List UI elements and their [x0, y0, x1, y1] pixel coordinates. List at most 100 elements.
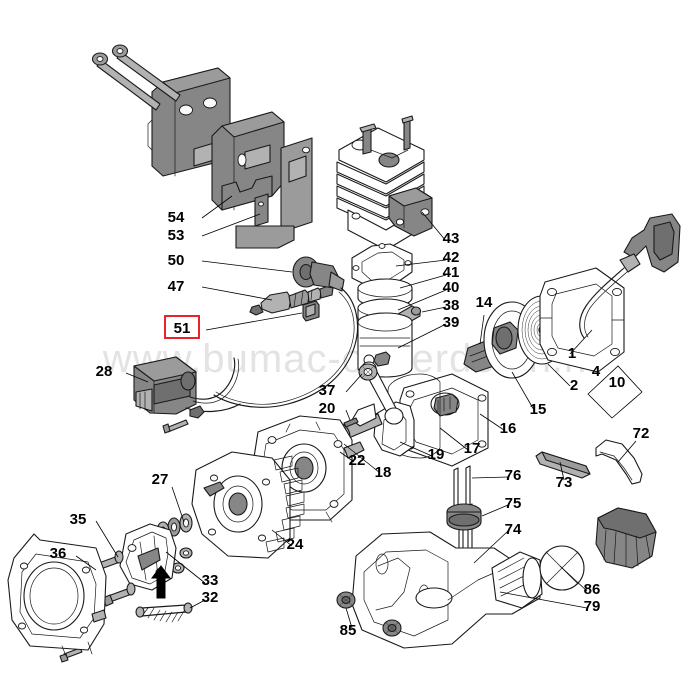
- part-crankcase-gasket: [387, 373, 441, 459]
- callout-number: 42: [443, 249, 460, 266]
- callout-number: 53: [168, 227, 185, 244]
- part-ignition-coil: [133, 356, 241, 434]
- callout-number: 51: [174, 320, 191, 337]
- callout-number: 20: [319, 400, 336, 417]
- callout-18: 18: [375, 464, 392, 481]
- callout-number: 17: [464, 440, 481, 457]
- part-fuel-hose-clip: [595, 439, 643, 485]
- part-intake-manifold: [388, 187, 433, 237]
- callout-33: 33: [202, 572, 219, 589]
- callout-highlight-box: [164, 315, 200, 339]
- callout-number: 2: [570, 377, 578, 394]
- callout-number: 75: [505, 495, 522, 512]
- callout-number: 37: [319, 382, 336, 399]
- callout-38: 38: [443, 297, 460, 314]
- part-ignition-lead: [213, 287, 359, 408]
- callout-number: 73: [556, 474, 573, 491]
- part-ignition-lead-edge: [215, 291, 355, 405]
- part-spark-plug: [249, 284, 334, 316]
- callout-number: 36: [50, 545, 67, 562]
- leader-lines: [75, 195, 643, 629]
- callout-number: 16: [500, 420, 517, 437]
- callout-41: 41: [443, 264, 460, 281]
- callout-32: 32: [202, 589, 219, 606]
- callout-14: 14: [476, 294, 493, 311]
- callout-42: 42: [443, 249, 460, 266]
- coil-lead-white: [189, 357, 236, 400]
- callout-85: 85: [340, 622, 357, 639]
- callout-19: 19: [428, 446, 445, 463]
- callout-43: 43: [443, 230, 460, 247]
- part-crank-bearing-small: [358, 363, 378, 381]
- part-spark-plug-boot: [292, 256, 345, 292]
- callout-number: 22: [349, 452, 366, 469]
- part-fuel-cap: [595, 507, 657, 569]
- part-tank-mount-grommet-2: [382, 619, 402, 637]
- callout-86: 86: [584, 581, 601, 598]
- callout-51: 51: [164, 315, 200, 339]
- callout-27: 27: [152, 471, 169, 488]
- callout-79: 79: [584, 598, 601, 615]
- callout-15: 15: [530, 401, 547, 418]
- part-coil-bolt: [162, 419, 189, 434]
- callout-number: 1: [568, 345, 576, 362]
- part-fuel-tank: [351, 531, 541, 649]
- part-tank-grommet: [446, 503, 482, 531]
- callout-16: 16: [500, 420, 517, 437]
- part-fuel-line: [535, 451, 591, 479]
- callout-73: 73: [556, 474, 573, 491]
- callout-number: 47: [168, 278, 185, 295]
- callout-highlight-fill: [165, 316, 199, 338]
- part-starter-housing: [539, 267, 625, 373]
- callout-number: 32: [202, 589, 219, 606]
- callout-76: 76: [505, 467, 522, 484]
- callout-number: 86: [584, 581, 601, 598]
- callout-number: 15: [530, 401, 547, 418]
- callout-number: 50: [168, 252, 185, 269]
- callout-number: 41: [443, 264, 460, 281]
- callout-2: 2: [570, 377, 578, 394]
- callout-number: 33: [202, 572, 219, 589]
- callout-1: 1: [568, 345, 576, 362]
- callout-28: 28: [96, 363, 113, 380]
- callout-number: 43: [443, 230, 460, 247]
- part-woodruff-key: [343, 417, 359, 428]
- callout-number: 27: [152, 471, 169, 488]
- callout-number: 24: [287, 536, 304, 553]
- callout-74: 74: [505, 521, 522, 538]
- part-starter-handle: [619, 213, 681, 273]
- callout-10: 10: [609, 374, 626, 391]
- part-clutch-cover: [7, 533, 107, 657]
- part-starter-rope: [579, 267, 625, 339]
- callout-number: 10: [609, 374, 626, 391]
- callout-number: 72: [633, 425, 650, 442]
- callout-24: 24: [287, 536, 304, 553]
- callout-17: 17: [464, 440, 481, 457]
- part-cylinder-gasket: [351, 243, 413, 290]
- part-piston: [357, 312, 413, 378]
- callout-47: 47: [168, 278, 185, 295]
- callout-22: 22: [349, 452, 366, 469]
- callout-50: 50: [168, 252, 185, 269]
- callout-number: 38: [443, 297, 460, 314]
- callout-number: 74: [505, 521, 522, 538]
- callout-number: 14: [476, 294, 493, 311]
- assembly-direction-arrow: [151, 565, 171, 599]
- callout-36: 36: [50, 545, 67, 562]
- callout-number: 35: [70, 511, 87, 528]
- callout-number: 28: [96, 363, 113, 380]
- part-clutch-spring: [135, 602, 193, 623]
- part-muffler-bolt-long-1: [111, 44, 181, 102]
- callout-39: 39: [443, 314, 460, 331]
- callout-54: 54: [168, 209, 185, 226]
- callout-37: 37: [319, 382, 336, 399]
- callout-35: 35: [70, 511, 87, 528]
- callout-number: 54: [168, 209, 185, 226]
- part-heat-shield: [235, 137, 313, 249]
- callout-72: 72: [633, 425, 650, 442]
- callout-number: 40: [443, 279, 460, 296]
- part-muffler-body: [211, 111, 285, 211]
- callout-number: 76: [505, 467, 522, 484]
